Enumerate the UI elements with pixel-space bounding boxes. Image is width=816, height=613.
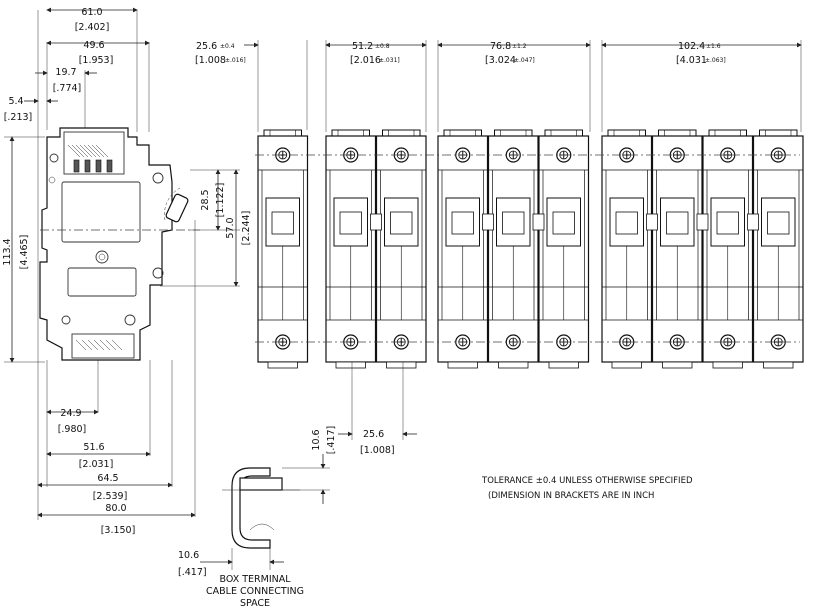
- box-width-in: [.417]: [178, 567, 207, 578]
- pole1-width-in-tol: ±.016]: [225, 57, 246, 64]
- pole4-width-mm: 102.4: [678, 41, 705, 52]
- tolerance-note: TOLERANCE ±0.4 UNLESS OTHERWISE SPECIFIE…: [481, 476, 693, 486]
- pole1-width-mm: 25.6: [196, 41, 217, 52]
- breaker-pole: [487, 129, 539, 369]
- height-57-in: [2.244]: [241, 211, 252, 246]
- width-24-in: [.980]: [58, 424, 87, 435]
- pole1-width-tol: ±0.4: [220, 43, 235, 50]
- pole4-width-tol: ±1.6: [706, 43, 721, 50]
- pole4-width-in-tol: ±.063]: [705, 57, 726, 64]
- breaker-pole: [752, 129, 804, 369]
- breaker-pole: [601, 129, 653, 369]
- offset-5-in: [.213]: [4, 112, 33, 123]
- height-113-mm: 113.4: [2, 238, 13, 265]
- box-caption-3: SPACE: [240, 598, 270, 609]
- breaker-pole: [257, 129, 309, 369]
- overall-width-in: [2.402]: [75, 22, 110, 33]
- box-width-mm: 10.6: [178, 550, 199, 561]
- breaker-pole: [651, 129, 703, 369]
- height-28-mm: 28.5: [200, 189, 211, 210]
- front-views: [257, 129, 804, 369]
- pitch-mm: 25.6: [363, 429, 384, 440]
- breaker-4-pole: [601, 129, 804, 369]
- box-terminal: [200, 454, 330, 570]
- width-19-in: [.774]: [53, 83, 82, 94]
- pole4-width-in: [4.031: [676, 55, 707, 66]
- pole1-width-in: [1.008: [195, 55, 226, 66]
- front-dimensions: [244, 40, 802, 440]
- width-49-mm: 49.6: [83, 40, 104, 51]
- pole3-width-in-tol: ±.047]: [514, 57, 535, 64]
- box-caption-1: BOX TERMINAL: [219, 574, 291, 585]
- side-view: [4, 7, 240, 520]
- breaker-pole: [538, 129, 590, 369]
- pole2-width-mm: 51.2: [352, 41, 373, 52]
- width-64-mm: 64.5: [97, 473, 118, 484]
- pole3-width-mm: 76.8: [490, 41, 511, 52]
- overall-width-mm: 61.0: [81, 7, 102, 18]
- width-51-in: [2.031]: [79, 459, 114, 470]
- pole2-width-in-tol: ±.031]: [379, 57, 400, 64]
- inch-note: (DIMENSION IN BRACKETS ARE IN INCH: [488, 491, 654, 501]
- width-51-mm: 51.6: [83, 442, 104, 453]
- width-80-mm: 80.0: [105, 503, 126, 514]
- pitch-in: [1.008]: [360, 445, 395, 456]
- breaker-2-pole: [325, 129, 427, 369]
- width-80-in: [3.150]: [101, 525, 136, 536]
- breaker-pole: [375, 129, 427, 369]
- pole3-width-tol: ±1.2: [512, 43, 527, 50]
- width-24-mm: 24.9: [60, 408, 81, 419]
- box-height-in: [.417]: [326, 426, 337, 455]
- offset-5-mm: 5.4: [8, 96, 23, 107]
- pole2-width-in: [2.016: [350, 55, 381, 66]
- height-57-mm: 57.0: [225, 217, 236, 238]
- pole3-width-in: [3.024: [485, 55, 516, 66]
- pole2-width-tol: ±0.8: [375, 43, 390, 50]
- breaker-pole: [702, 129, 754, 369]
- breaker-3-pole: [437, 129, 590, 369]
- width-64-in: [2.539]: [93, 491, 128, 502]
- box-caption-2: CABLE CONNECTING: [206, 586, 304, 597]
- box-height-mm: 10.6: [311, 429, 322, 450]
- breaker-pole: [437, 129, 489, 369]
- width-19-mm: 19.7: [55, 67, 76, 78]
- height-113-in: [4.465]: [19, 235, 30, 270]
- width-49-in: [1.953]: [79, 55, 114, 66]
- height-28-in: [1.122]: [215, 183, 226, 218]
- breaker-1-pole: [257, 129, 309, 369]
- breaker-pole: [325, 129, 377, 369]
